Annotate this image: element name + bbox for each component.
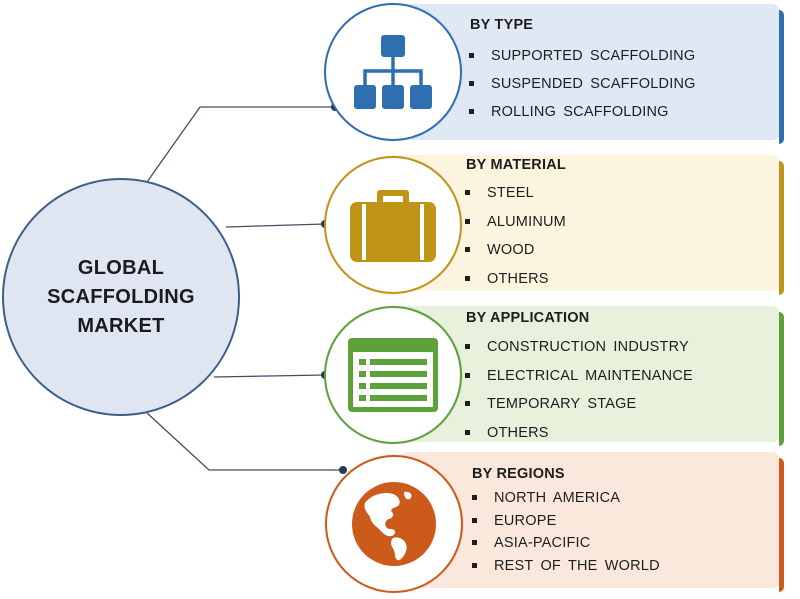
connector-application	[213, 374, 326, 378]
list-item: ELECTRICAL MAINTENANCE	[463, 362, 693, 391]
list-item: ASIA-PACIFIC	[470, 532, 660, 555]
segment-title: BY TYPE	[470, 17, 534, 33]
hierarchy-icon	[354, 35, 432, 109]
connector-regions	[146, 412, 343, 471]
connector-dot-regions	[339, 466, 347, 474]
list-item: TEMPORARY STAGE	[463, 390, 693, 419]
briefcase-icon	[350, 190, 436, 262]
segment-title: BY MATERIAL	[466, 157, 566, 173]
list-item: STEEL	[463, 179, 566, 208]
list-item: REST OF THE WORLD	[470, 555, 660, 578]
connector-material	[225, 223, 326, 228]
list-item: SUPPORTED SCAFFOLDING	[467, 42, 696, 70]
icon-circle-regions	[325, 455, 463, 593]
icon-circle-application	[324, 306, 462, 444]
segment-panel-regions: BY REGIONS NORTH AMERICA EUROPE ASIA-PAC…	[400, 452, 784, 592]
globe-icon	[352, 482, 436, 566]
list-item: OTHERS	[463, 265, 566, 294]
hub-circle: GLOBAL SCAFFOLDING MARKET	[2, 178, 240, 416]
icon-circle-material	[324, 156, 462, 294]
connector-type	[146, 106, 335, 183]
segment-title: BY REGIONS	[472, 466, 565, 482]
list-item: OTHERS	[463, 419, 693, 448]
list-item: ROLLING SCAFFOLDING	[467, 98, 696, 126]
list-item: ALUMINUM	[463, 208, 566, 237]
list-item: WOOD	[463, 236, 566, 265]
list-item: NORTH AMERICA	[470, 487, 660, 510]
list-item: CONSTRUCTION INDUSTRY	[463, 333, 693, 362]
hub-title: GLOBAL SCAFFOLDING MARKET	[47, 256, 195, 337]
segment-items: STEEL ALUMINUM WOOD OTHERS	[463, 179, 566, 293]
segment-items: SUPPORTED SCAFFOLDING SUSPENDED SCAFFOLD…	[467, 42, 696, 126]
segment-items: NORTH AMERICA EUROPE ASIA-PACIFIC REST O…	[470, 487, 660, 577]
list-item: EUROPE	[470, 510, 660, 533]
segment-title: BY APPLICATION	[466, 310, 590, 326]
list-form-icon	[348, 338, 438, 412]
segment-items: CONSTRUCTION INDUSTRY ELECTRICAL MAINTEN…	[463, 333, 693, 447]
icon-circle-type	[324, 3, 462, 141]
list-item: SUSPENDED SCAFFOLDING	[467, 70, 696, 98]
